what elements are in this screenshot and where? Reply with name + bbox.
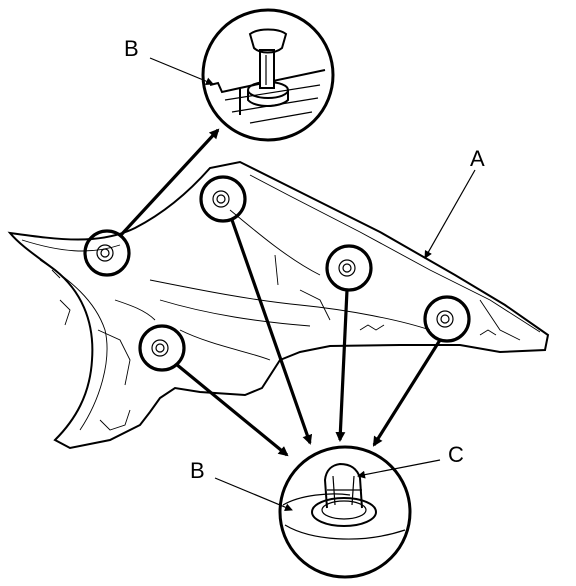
label-c: C [448,442,464,467]
label-a: A [470,146,485,171]
callout-leaders [149,57,476,512]
bottom-detail-view [278,445,412,579]
label-b-bottom: B [190,458,205,483]
clip-location-2 [199,175,247,223]
arrow-clip2-to-bottom-detail [230,219,313,445]
top-detail-view [201,8,335,142]
arrow-clip3-to-bottom-detail [335,289,349,442]
label-b-top: B [124,36,139,61]
clip-location-1 [83,229,131,277]
leader-c [357,459,441,479]
clip-location-5 [138,324,186,372]
leader-b-bottom [214,477,293,512]
leader-b-top [149,57,214,86]
leader-a [424,169,476,259]
clip-location-4 [423,295,471,343]
arrow-to-top-detail [119,128,220,237]
arrow-clip4-to-bottom-detail [372,339,442,447]
arrow-clip5-to-bottom-detail [174,362,289,457]
leader-arrows [119,128,442,457]
clip-location-3 [325,244,373,292]
trim-panel [7,160,550,450]
